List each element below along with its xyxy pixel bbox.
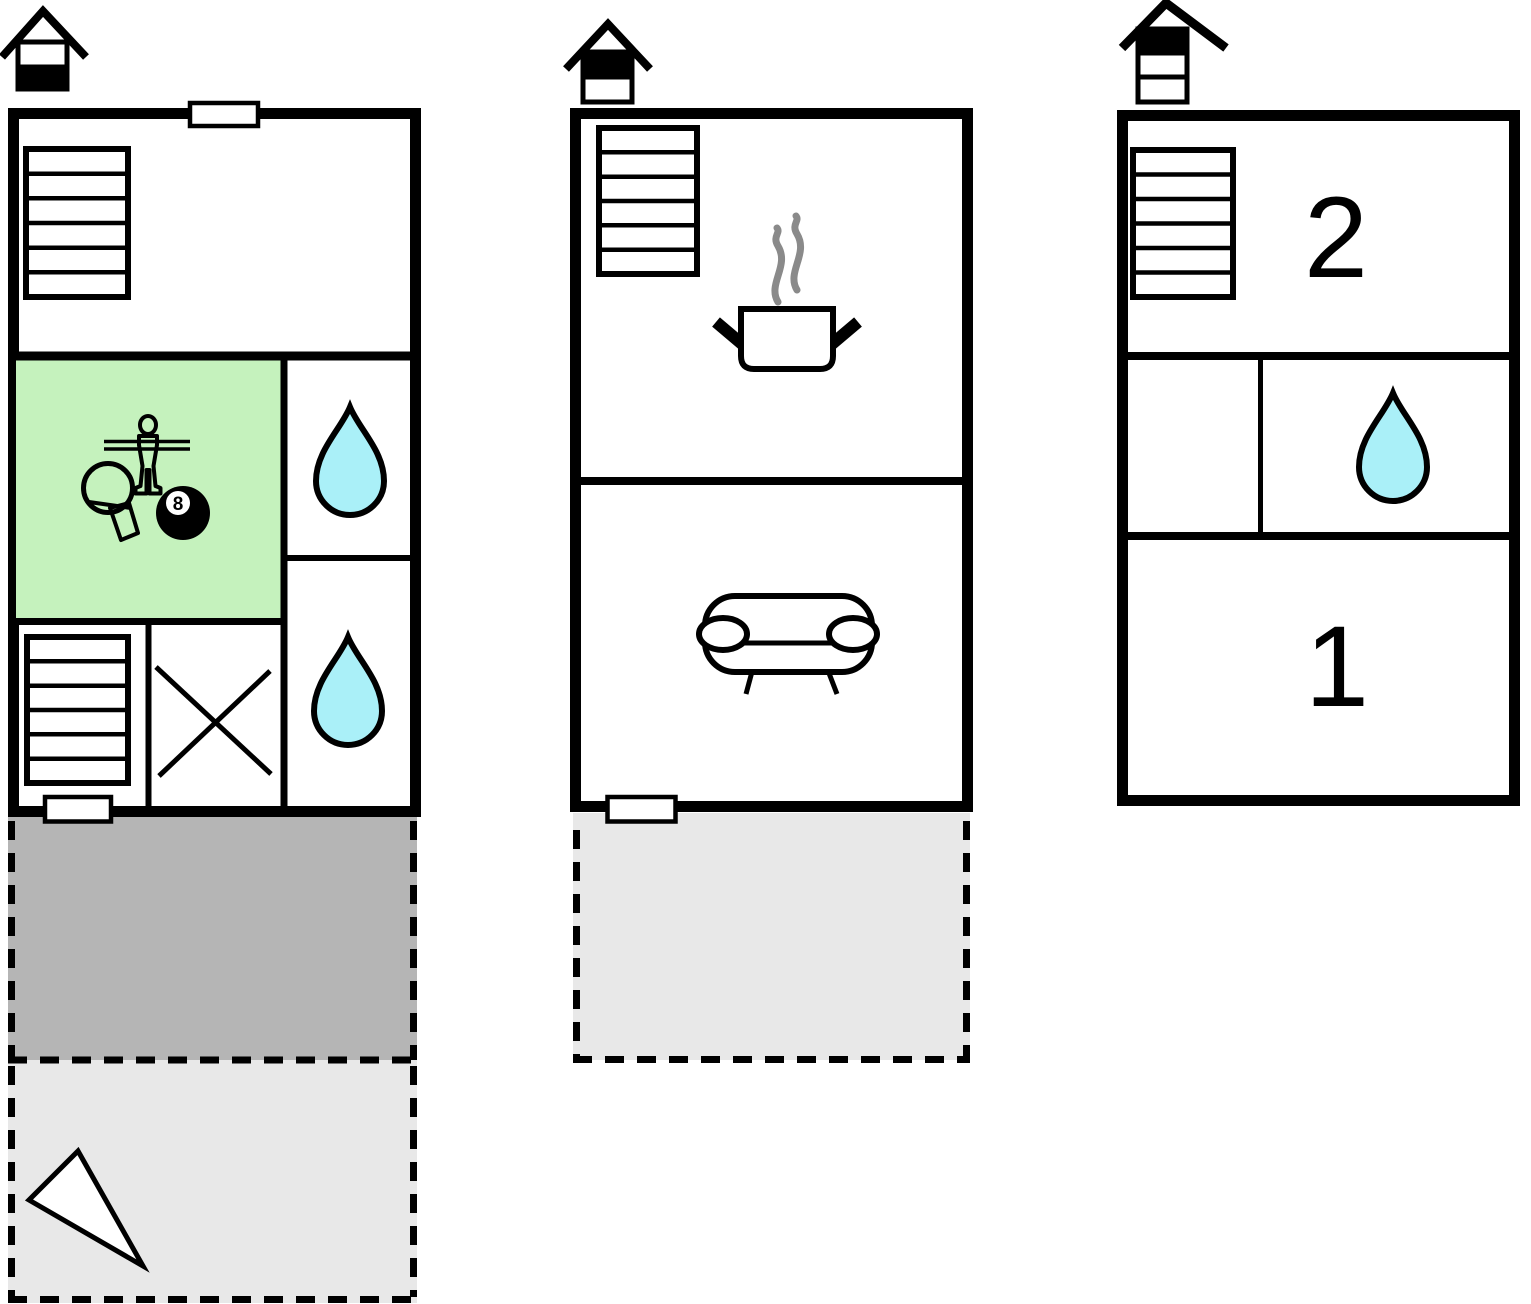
sofa-armrest bbox=[826, 615, 880, 653]
x-mark-icon bbox=[154, 665, 273, 778]
foosball-icon bbox=[104, 414, 190, 496]
water-drop-icon bbox=[1355, 385, 1431, 504]
stairs-icon bbox=[596, 125, 700, 277]
house-level-upper bbox=[20, 44, 65, 65]
pot-handle-left bbox=[712, 317, 746, 349]
floorplan-right: 2 1 bbox=[1117, 0, 1520, 806]
pot-body bbox=[738, 306, 836, 372]
pot-handle-right bbox=[828, 317, 862, 349]
bedroom-2-label: 2 bbox=[1304, 174, 1368, 302]
paddle-blade bbox=[81, 461, 135, 515]
stairs-icon bbox=[24, 634, 131, 786]
x-line bbox=[154, 665, 273, 776]
terrace-light bbox=[573, 813, 970, 1060]
steam-wisp bbox=[771, 224, 786, 306]
bedroom-1-label: 1 bbox=[1305, 603, 1369, 731]
floorplan-left: 8 bbox=[0, 5, 421, 1303]
paddle-handle bbox=[108, 501, 140, 542]
eight-ball-number: 8 bbox=[173, 494, 184, 515]
billiards-icon: 8 bbox=[156, 486, 210, 540]
sofa-armrest bbox=[696, 615, 750, 653]
floorplan-middle bbox=[563, 18, 973, 1063]
door-bottom bbox=[605, 794, 678, 824]
floor-indicator-icon-top bbox=[1118, 0, 1229, 105]
floor-indicator-icon-upper bbox=[563, 18, 653, 105]
door-bottom bbox=[42, 794, 114, 824]
paddle-edge bbox=[88, 500, 132, 510]
sofa-icon bbox=[696, 593, 880, 695]
roof bbox=[563, 18, 653, 72]
x-line bbox=[157, 669, 272, 778]
door-top bbox=[187, 100, 261, 129]
house-level-middle bbox=[1140, 55, 1185, 75]
foosball-player-body bbox=[133, 434, 163, 496]
water-drop-icon bbox=[310, 629, 386, 748]
terrace-dark bbox=[8, 813, 417, 1060]
house-level-lower bbox=[585, 79, 630, 100]
floor-indicator-icon-ground bbox=[0, 5, 89, 92]
stairs-icon bbox=[23, 146, 131, 300]
table-tennis-icon bbox=[81, 461, 140, 542]
stairs-icon bbox=[1130, 147, 1236, 300]
water-drop-icon bbox=[312, 399, 388, 518]
cooking-pot-icon bbox=[712, 212, 862, 372]
north-arrow-icon bbox=[24, 1146, 150, 1273]
house-level-lower bbox=[1140, 79, 1185, 100]
steam-wisp bbox=[790, 212, 805, 294]
eight-ball-circle bbox=[166, 491, 190, 515]
